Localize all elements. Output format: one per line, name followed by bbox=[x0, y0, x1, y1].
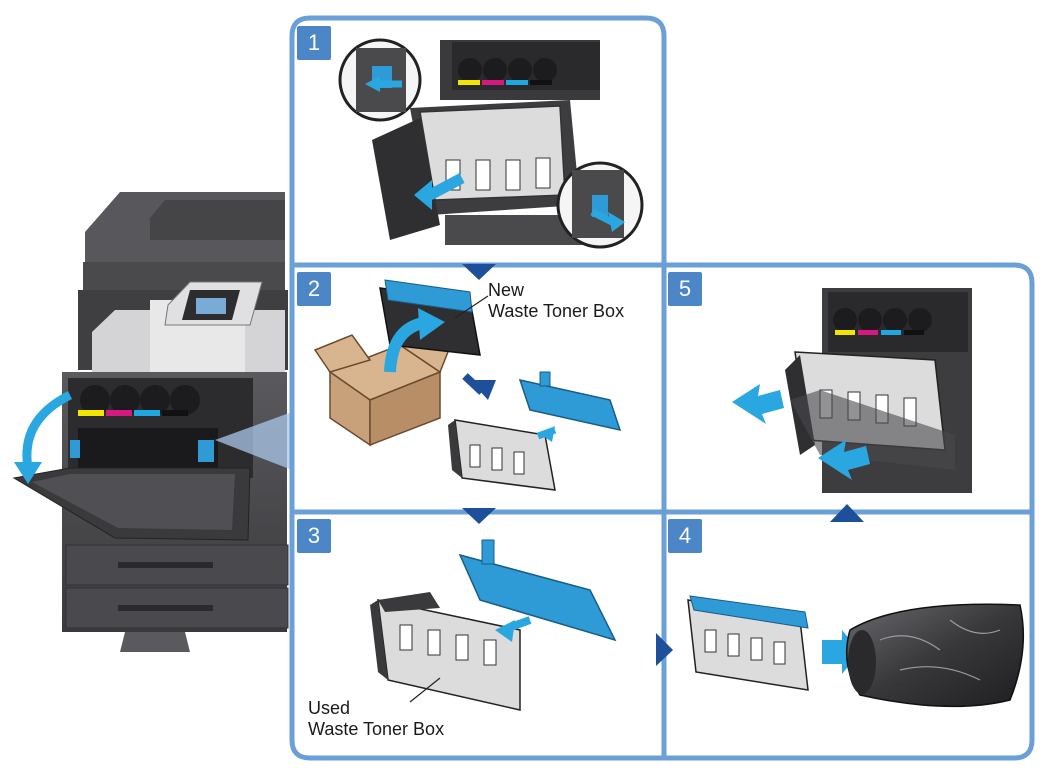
step-2-badge: 2 bbox=[297, 272, 331, 306]
flow-down-arrow-icon bbox=[462, 264, 496, 280]
used-label-line-1: Used bbox=[308, 698, 351, 718]
rotate-arrow-icon bbox=[22, 390, 73, 469]
callout-wedge bbox=[215, 412, 292, 470]
step-5-badge: 5 bbox=[668, 272, 702, 306]
step-1-illustration bbox=[338, 38, 644, 249]
flow-down-arrow-icon bbox=[462, 508, 496, 524]
pull-arrow-icon bbox=[414, 180, 432, 210]
push-arrow-icon bbox=[732, 384, 784, 424]
multifunction-printer-illustration bbox=[12, 192, 289, 652]
step-3-illustration bbox=[370, 539, 617, 711]
push-arrow-icon bbox=[818, 440, 870, 480]
push-arrow-icon bbox=[365, 76, 380, 92]
step-frames bbox=[289, 15, 1035, 761]
step-3-badge: 3 bbox=[297, 519, 331, 553]
new-label-line-1: New bbox=[488, 280, 525, 300]
flow-up-arrow-icon bbox=[830, 504, 864, 522]
step-1-badge: 1 bbox=[297, 26, 331, 60]
step-2-illustration bbox=[313, 279, 622, 491]
push-arrow-icon bbox=[608, 212, 625, 232]
used-waste-toner-box-label: Used Waste Toner Box bbox=[308, 698, 444, 740]
used-label-line-2: Waste Toner Box bbox=[308, 719, 445, 739]
new-waste-toner-box-label: New Waste Toner Box bbox=[488, 280, 624, 322]
new-label-line-2: Waste Toner Box bbox=[488, 301, 625, 321]
flow-right-arrow-icon bbox=[656, 633, 673, 666]
rotate-arrow-head-icon bbox=[14, 462, 42, 484]
step-4-badge: 4 bbox=[668, 519, 702, 553]
step-5-illustration bbox=[732, 288, 972, 493]
step-4-illustration bbox=[687, 595, 1025, 708]
